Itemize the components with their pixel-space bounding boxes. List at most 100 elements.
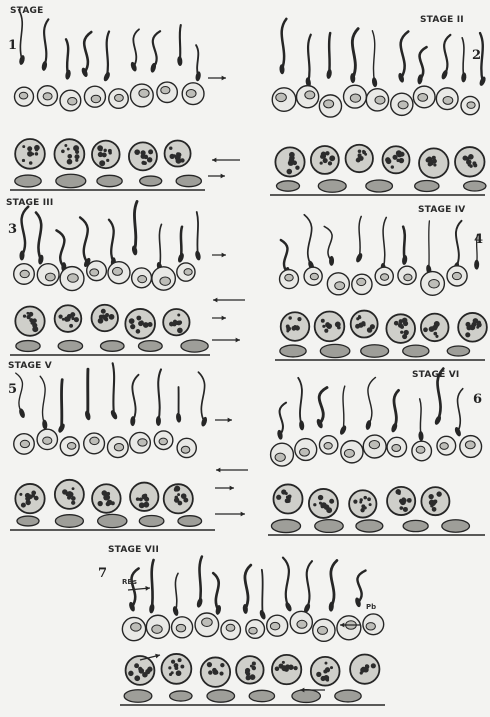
- stage-2-round-cell-nucleus: [276, 93, 287, 101]
- stage-4-spermatid: [324, 226, 332, 260]
- label-arrow-7-head: [228, 418, 232, 423]
- stage-6-round-cell-nucleus: [344, 449, 354, 457]
- stage-1-basal-nucleus: [97, 175, 122, 186]
- stage-4-spermatocyte-chromatin: [321, 319, 325, 323]
- stage-5-spermatocyte-chromatin: [19, 493, 22, 496]
- stage-7-spermatocyte-chromatin: [282, 661, 285, 664]
- label-arrow-1-head: [212, 158, 216, 163]
- stage-3-spermatid: [134, 201, 137, 250]
- stage-7-round-cell-nucleus: [317, 626, 327, 634]
- stage-3-spermatocyte-chromatin: [58, 315, 62, 319]
- stage-7-spermatid-head: [284, 601, 293, 612]
- stage-6-round-cell-nucleus: [440, 443, 448, 450]
- stage-4-round-cell-nucleus: [285, 274, 294, 281]
- stage-6-round-cell-nucleus: [465, 441, 475, 449]
- stage-2-spermatocyte-chromatin: [468, 154, 474, 160]
- stage-2-spermatid: [282, 19, 287, 69]
- stage-5-spermatocyte-chromatin: [72, 487, 75, 490]
- stage-1-spermatocyte-chromatin: [75, 159, 78, 162]
- stage-5-spermatocyte-chromatin: [21, 503, 26, 508]
- stage-2-spermatocyte-chromatin: [329, 155, 335, 161]
- stage-5-spermatocyte-chromatin: [28, 494, 33, 499]
- stage-7-spermatocyte-chromatin: [180, 665, 184, 669]
- stage-2-spermatocyte-chromatin: [289, 152, 295, 158]
- stage-1-spermatocyte-chromatin: [106, 159, 109, 162]
- stage-7-round-cell-nucleus: [131, 623, 141, 631]
- stage-6-spermatocyte-chromatin: [369, 503, 372, 506]
- stage-1-spermatocyte-chromatin: [148, 149, 153, 154]
- stage-3-spermatocyte-chromatin: [26, 315, 30, 319]
- stage-1-basal-nucleus: [140, 176, 162, 186]
- stage-6-spermatid-head: [454, 426, 463, 437]
- stage-2-basal-nucleus: [366, 180, 393, 192]
- stage-3-spermatocyte-chromatin: [173, 320, 177, 324]
- stage-5-spermatid: [198, 372, 204, 422]
- stage-2-round-cell-nucleus: [467, 102, 475, 109]
- stage-1-spermatocyte-chromatin: [141, 161, 145, 165]
- stage-7-spermatid-head: [149, 603, 155, 614]
- label-arrow-2-head: [221, 174, 225, 179]
- stage-4-spermatid: [383, 217, 386, 268]
- stage-6-spermatocyte-chromatin: [353, 500, 357, 504]
- stage-6-spermatocyte-chromatin: [321, 502, 327, 508]
- stage-2-basal-nucleus: [464, 181, 486, 191]
- stage-4-spermatid: [403, 227, 405, 260]
- stage-4-spermatocyte-chromatin: [473, 318, 479, 324]
- stage-2-spermatid-head: [371, 77, 378, 88]
- stage-4-basal-nucleus: [280, 345, 306, 357]
- stage-1-spermatid: [107, 31, 109, 76]
- stage-4-spermatocyte-chromatin: [288, 316, 291, 319]
- stage-2-spermatocyte-chromatin: [286, 169, 292, 175]
- stage-2-spermatid-head: [478, 76, 486, 87]
- stage-6-basal-nucleus: [356, 520, 383, 532]
- stage-7-round-cell-nucleus: [152, 625, 162, 633]
- panel-number-5: 5: [8, 382, 17, 397]
- stage-2-spermatocyte-chromatin: [328, 161, 332, 165]
- panel-number-1: 1: [8, 38, 17, 53]
- stage-7-basal-nucleus: [124, 690, 152, 702]
- stage-3-round-cell-nucleus: [45, 273, 55, 281]
- stage-3-spermatocyte-chromatin: [137, 316, 140, 319]
- stage-6-spermatocyte-chromatin: [432, 507, 437, 512]
- stage-7-spermatid-head: [259, 609, 267, 620]
- label-arrow-10-head: [241, 512, 245, 517]
- stage-4-basal-nucleus: [320, 344, 350, 357]
- stage-7-spermatocyte-chromatin: [363, 667, 369, 673]
- stage-4-spermatocyte-chromatin: [465, 322, 470, 327]
- stage-6-round-cell-nucleus: [300, 448, 310, 456]
- stage-3-spermatocyte-chromatin: [109, 314, 115, 320]
- stage-5-spermatocyte-chromatin: [177, 493, 180, 496]
- stage-4-basal-nucleus: [403, 345, 429, 357]
- stage-7-basal-nucleus: [249, 690, 274, 701]
- stage-7-spermatocyte-chromatin: [275, 666, 280, 671]
- stage-2-spermatocyte-chromatin: [463, 155, 468, 160]
- stage-5-round-cell-nucleus: [67, 442, 75, 449]
- stage-4-basal-nucleus: [361, 345, 389, 358]
- stage-2-spermatid: [372, 31, 374, 82]
- stage-7-spermatocyte-chromatin: [281, 665, 287, 671]
- stage-7-spermatocyte-chromatin: [169, 673, 172, 676]
- stage-4-spermatocyte-chromatin: [394, 321, 399, 326]
- stage-1-round-cell-nucleus: [43, 93, 52, 100]
- stage-7-spermatocyte-chromatin: [128, 671, 133, 676]
- stage-6-spermatid: [458, 389, 463, 432]
- stage-7-spermatocyte-chromatin: [330, 666, 333, 669]
- stage-6-spermatid-head: [339, 424, 348, 435]
- stage-4-spermatocyte-chromatin: [433, 332, 437, 336]
- stage-4-spermatocyte-chromatin: [325, 323, 329, 327]
- stage-1-spermatocyte-chromatin: [64, 144, 67, 147]
- stage-3-spermatocyte-chromatin: [105, 313, 109, 317]
- stage-1-spermatid-head: [195, 71, 202, 82]
- stage-2-round-cell-nucleus: [305, 91, 315, 99]
- stage-4-spermatocyte-chromatin: [324, 329, 328, 333]
- stage-2-spermatocyte-chromatin: [358, 149, 362, 153]
- stage-1-round-cell-nucleus: [161, 86, 170, 93]
- stage-7-basal-nucleus: [170, 691, 192, 701]
- stage-1-spermatocyte-chromatin: [35, 152, 39, 156]
- stage-1-spermatid: [153, 31, 160, 67]
- stage-7-round-cell-nucleus: [297, 620, 307, 628]
- stage-2-round-cell-nucleus: [375, 96, 385, 104]
- stage-6-round-cell-nucleus: [369, 440, 379, 448]
- stage-3-round-cell-nucleus: [138, 276, 147, 283]
